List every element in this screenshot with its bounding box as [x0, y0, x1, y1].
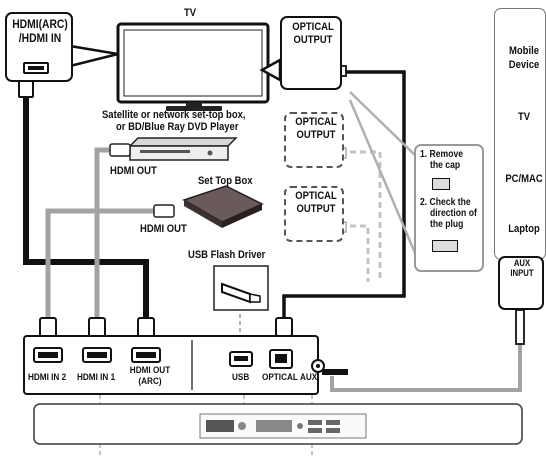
- tv-optical-callout: [280, 16, 342, 90]
- panel-aux-label: AUX: [300, 372, 318, 383]
- tv-hdmi-label-line2: /HDMI IN: [18, 31, 62, 45]
- mobile-label-line2: Device: [508, 59, 540, 71]
- mobile-label-line1: Mobile: [509, 45, 539, 57]
- settop-label: Set Top Box: [198, 175, 253, 187]
- aux-input-box: [498, 256, 544, 310]
- step2-line2: direction of: [430, 208, 477, 219]
- bluray-player-icon: [128, 137, 238, 161]
- callout-lines: [348, 91, 420, 261]
- hdmi-in-2-port: [33, 347, 63, 363]
- hdmi-arc-cable: [23, 96, 149, 318]
- cap-plug-icon: [432, 178, 450, 190]
- bluray-label-line2: or BD/Blue Ray DVD Player: [116, 121, 239, 133]
- tv-icon: [116, 22, 270, 111]
- plug-direction-icon: [432, 240, 458, 252]
- hdmi-in-1-port: [82, 347, 112, 363]
- optical-port: [269, 349, 293, 369]
- bluray-hdmi-out-label: HDMI OUT: [110, 165, 157, 177]
- usb-flash-label: USB Flash Driver: [188, 249, 266, 261]
- aux-cable: [330, 318, 522, 392]
- player-optical-label-line1: OPTICAL: [295, 116, 337, 128]
- panel-hdmi-out-label-line1: HDMI OUT: [129, 365, 171, 376]
- tv-optical-label-line2: OUTPUT: [293, 34, 333, 46]
- player-optical-label-line2: OUTPUT: [296, 129, 336, 141]
- tv-source-label: TV: [517, 111, 531, 123]
- settop-optical-label-line2: OUTPUT: [296, 203, 336, 215]
- optical-cable: [282, 70, 406, 320]
- usb-stick-icon: [213, 265, 269, 311]
- optical-dashed-cable-1: [350, 150, 382, 282]
- panel-usb-label: USB: [232, 372, 250, 383]
- settop-box-icon: [182, 185, 264, 228]
- hdmi-out-arc-port: [131, 347, 161, 363]
- settop-hdmi-plug: [153, 204, 175, 218]
- step2-line1: 2. Check the: [420, 197, 471, 208]
- step1-line2: the cap: [430, 160, 461, 171]
- panel-hdmi-in-1-label: HDMI IN 1: [77, 372, 116, 383]
- tv-hdmi-pointer: [68, 44, 119, 68]
- tv-hdmi-port-icon: [23, 62, 49, 74]
- tv-title: TV: [183, 7, 197, 19]
- step2-line3: the plug: [430, 219, 464, 230]
- bluray-hdmi-plug: [109, 143, 131, 157]
- bluray-label-line1: Satellite or network set-top box,: [102, 109, 246, 121]
- aux-port: [311, 359, 325, 373]
- settop-optical-label-line1: OPTICAL: [295, 190, 337, 202]
- optical-dashed-cable-2: [350, 224, 370, 282]
- aux-input-label-line2: INPUT: [510, 268, 534, 278]
- player-optical-callout: [284, 112, 344, 168]
- usb-port: [229, 351, 253, 367]
- settop-hdmi-out-label: HDMI OUT: [140, 223, 187, 235]
- tv-hdmi-callout: [5, 12, 73, 82]
- tv-hdmi-plug: [18, 80, 34, 98]
- settop-hdmi-cable: [45, 208, 160, 318]
- panel-optical-label: OPTICAL: [262, 372, 298, 383]
- soundbar-icon: [33, 403, 523, 445]
- tv-optical-label-line1: OPTICAL: [292, 21, 334, 33]
- tv-hdmi-label-line1: HDMI(ARC): [12, 17, 68, 31]
- aux-input-label-line1: AUX: [513, 258, 531, 268]
- panel-hdmi-out-label-line2: (ARC): [138, 376, 162, 387]
- panel-hdmi-in-2-label: HDMI IN 2: [28, 372, 67, 383]
- settop-optical-callout: [284, 186, 344, 242]
- laptop-label: Laptop: [508, 223, 540, 235]
- step1-line1: 1. Remove: [420, 149, 464, 160]
- optical-plug: [275, 317, 293, 337]
- pc-mac-label: PC/MAC: [505, 173, 543, 185]
